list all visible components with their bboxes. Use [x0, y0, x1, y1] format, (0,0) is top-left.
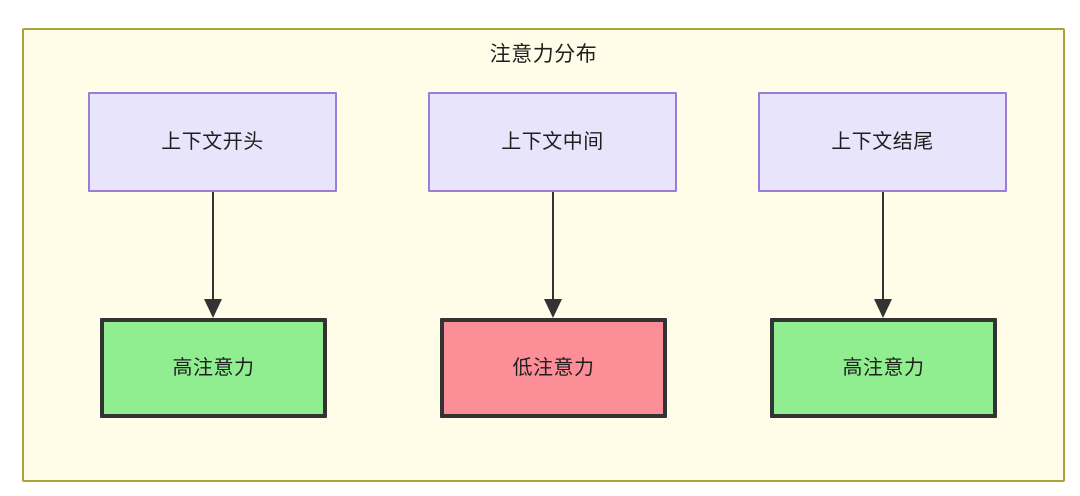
- node-context-middle[interactable]: 上下文中间: [428, 92, 677, 192]
- node-label: 上下文开头: [161, 131, 264, 153]
- node-label: 高注意力: [842, 357, 925, 379]
- node-label: 高注意力: [172, 357, 255, 379]
- subgraph-title: 注意力分布: [489, 43, 598, 66]
- node-attention-start[interactable]: 高注意力: [100, 318, 327, 418]
- node-label: 上下文结尾: [831, 131, 934, 153]
- node-attention-middle[interactable]: 低注意力: [440, 318, 667, 418]
- node-context-start[interactable]: 上下文开头: [88, 92, 337, 192]
- node-label: 上下文中间: [501, 131, 604, 153]
- node-context-end[interactable]: 上下文结尾: [758, 92, 1007, 192]
- node-attention-end[interactable]: 高注意力: [770, 318, 997, 418]
- node-label: 低注意力: [512, 357, 595, 379]
